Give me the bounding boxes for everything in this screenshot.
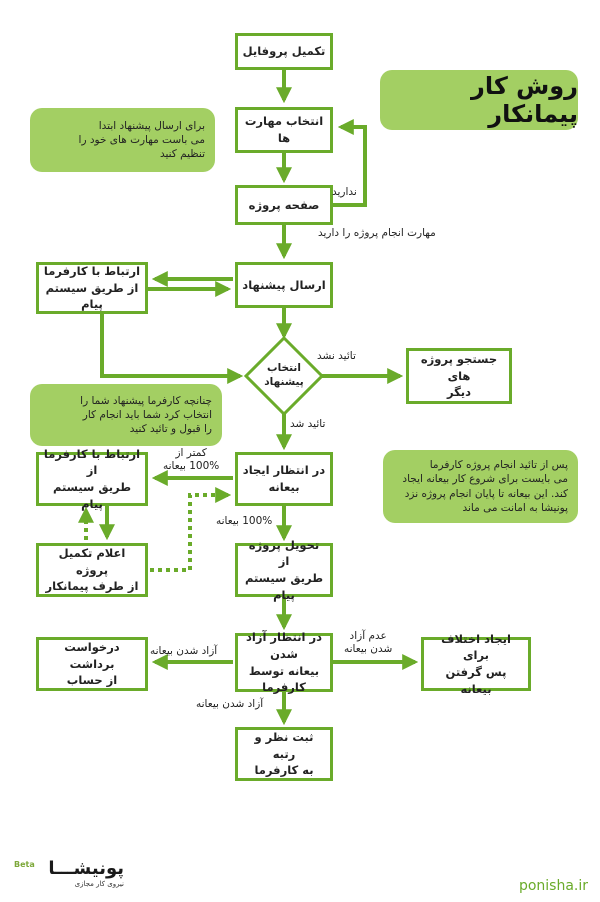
box-contact-employer-1: ارتباط با کارفرما از طریق سیستم پیام (36, 262, 148, 314)
box-dispute: ایجاد اختلاف برای پس گرفتن بیعانه (421, 632, 531, 696)
box-search-other: جستجو پروژه های دیگر (406, 348, 512, 404)
label-less-than-100: کمتر از 100% بیعانه (163, 447, 220, 472)
label-released-down: آزاد شدن بیعانه (196, 698, 264, 710)
logo-beta: Beta (14, 860, 35, 869)
ponisha-logo: Beta پونیشـــا نیروی کار مجازی (14, 858, 124, 892)
label-approved: تائید شد (290, 418, 326, 430)
page-title: روش کار پیمانکار (380, 70, 578, 130)
arrow-announce-to-deposit (150, 487, 232, 572)
box-deliver-project: تحویل پروژه از طریق سیستم پیام (235, 538, 333, 602)
logo-subtitle: نیروی کار مجازی (74, 880, 124, 888)
label-have-skills: مهارت انجام پروژه را دارید (318, 227, 436, 239)
box-announce-complete: اعلام تکمیل پروژه از طرف پیمانکار (36, 543, 148, 597)
box-rate-employer: ثبت نظر و رتبه به کارفرما (235, 727, 333, 781)
box-withdraw-request: درخواست برداشت از حساب (36, 637, 148, 691)
label-not-approved: تائید نشد (317, 350, 356, 362)
decision-select-proposal: انتخاب پیشنهاد (264, 362, 304, 388)
box-complete-profile: تکمیل پروفایل (235, 33, 333, 70)
arrow-loop-not-have (333, 119, 367, 207)
note-deposit: پس از تائید انجام پروژه کارفرما می بایست… (383, 450, 578, 523)
note-proposal: چنانچه کارفرما پیشنهاد شما را انتخاب کرد… (30, 384, 222, 446)
box-contact-employer-2: ارتباط با کارفرما از طریق سیستم پیام (36, 447, 148, 511)
box-select-skills: انتخاب مهارت ها (235, 107, 333, 153)
box-wait-release: در انتظار آزاد شدن بیعانه توسط کارفرما (235, 630, 333, 694)
box-project-page: صفحه پروژه (235, 185, 333, 225)
label-full-100: 100% بیعانه (216, 515, 273, 527)
label-not-released: عدم آزاد شدن بیعانه (344, 630, 393, 655)
note-skills: برای ارسال پیشنهاد ابتدا می باست مهارت ه… (30, 108, 215, 172)
label-not-have: ندارید (332, 186, 357, 198)
box-wait-deposit: در انتظار ایجاد بیعانه (235, 452, 333, 506)
arrow-contact-to-select (100, 314, 244, 384)
decision-diamond (243, 335, 325, 417)
box-send-proposal: ارسال پیشنهاد (235, 262, 333, 308)
logo-name: پونیشـــا (48, 858, 124, 879)
label-released-left: آزاد شدن بیعانه (150, 645, 218, 657)
site-url: ponisha.ir (518, 878, 588, 894)
